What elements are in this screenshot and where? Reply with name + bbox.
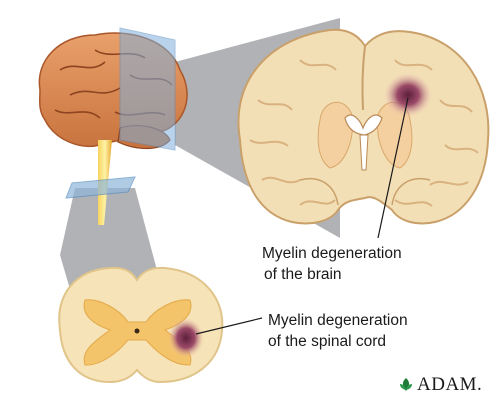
cord-leader-line: [195, 317, 263, 335]
brand-text: ADAM.: [417, 374, 483, 395]
leaf-logo-icon: [400, 378, 412, 391]
cord-label-line2: of the spinal cord: [268, 333, 387, 350]
brain-label-line2: of the brain: [264, 266, 342, 283]
spinal-cord-cross-section: [58, 266, 224, 384]
brain-leader-line: [377, 97, 409, 239]
adam-logo: ADAM.: [398, 374, 482, 396]
cord-degeneration-label: Myelin degeneration of the spinal cord: [268, 310, 408, 352]
brain-slice-plane: [119, 27, 176, 151]
brain-degeneration-label: Myelin degeneration of the brain: [262, 243, 402, 285]
cord-label-line1: Myelin degeneration: [268, 312, 408, 329]
cord-lesion: [168, 318, 204, 358]
brain-cross-section: [237, 28, 490, 225]
cord-slice-plane: [65, 176, 136, 199]
brain-lesion: [384, 73, 432, 117]
brain-label-line1: Myelin degeneration: [262, 245, 402, 262]
